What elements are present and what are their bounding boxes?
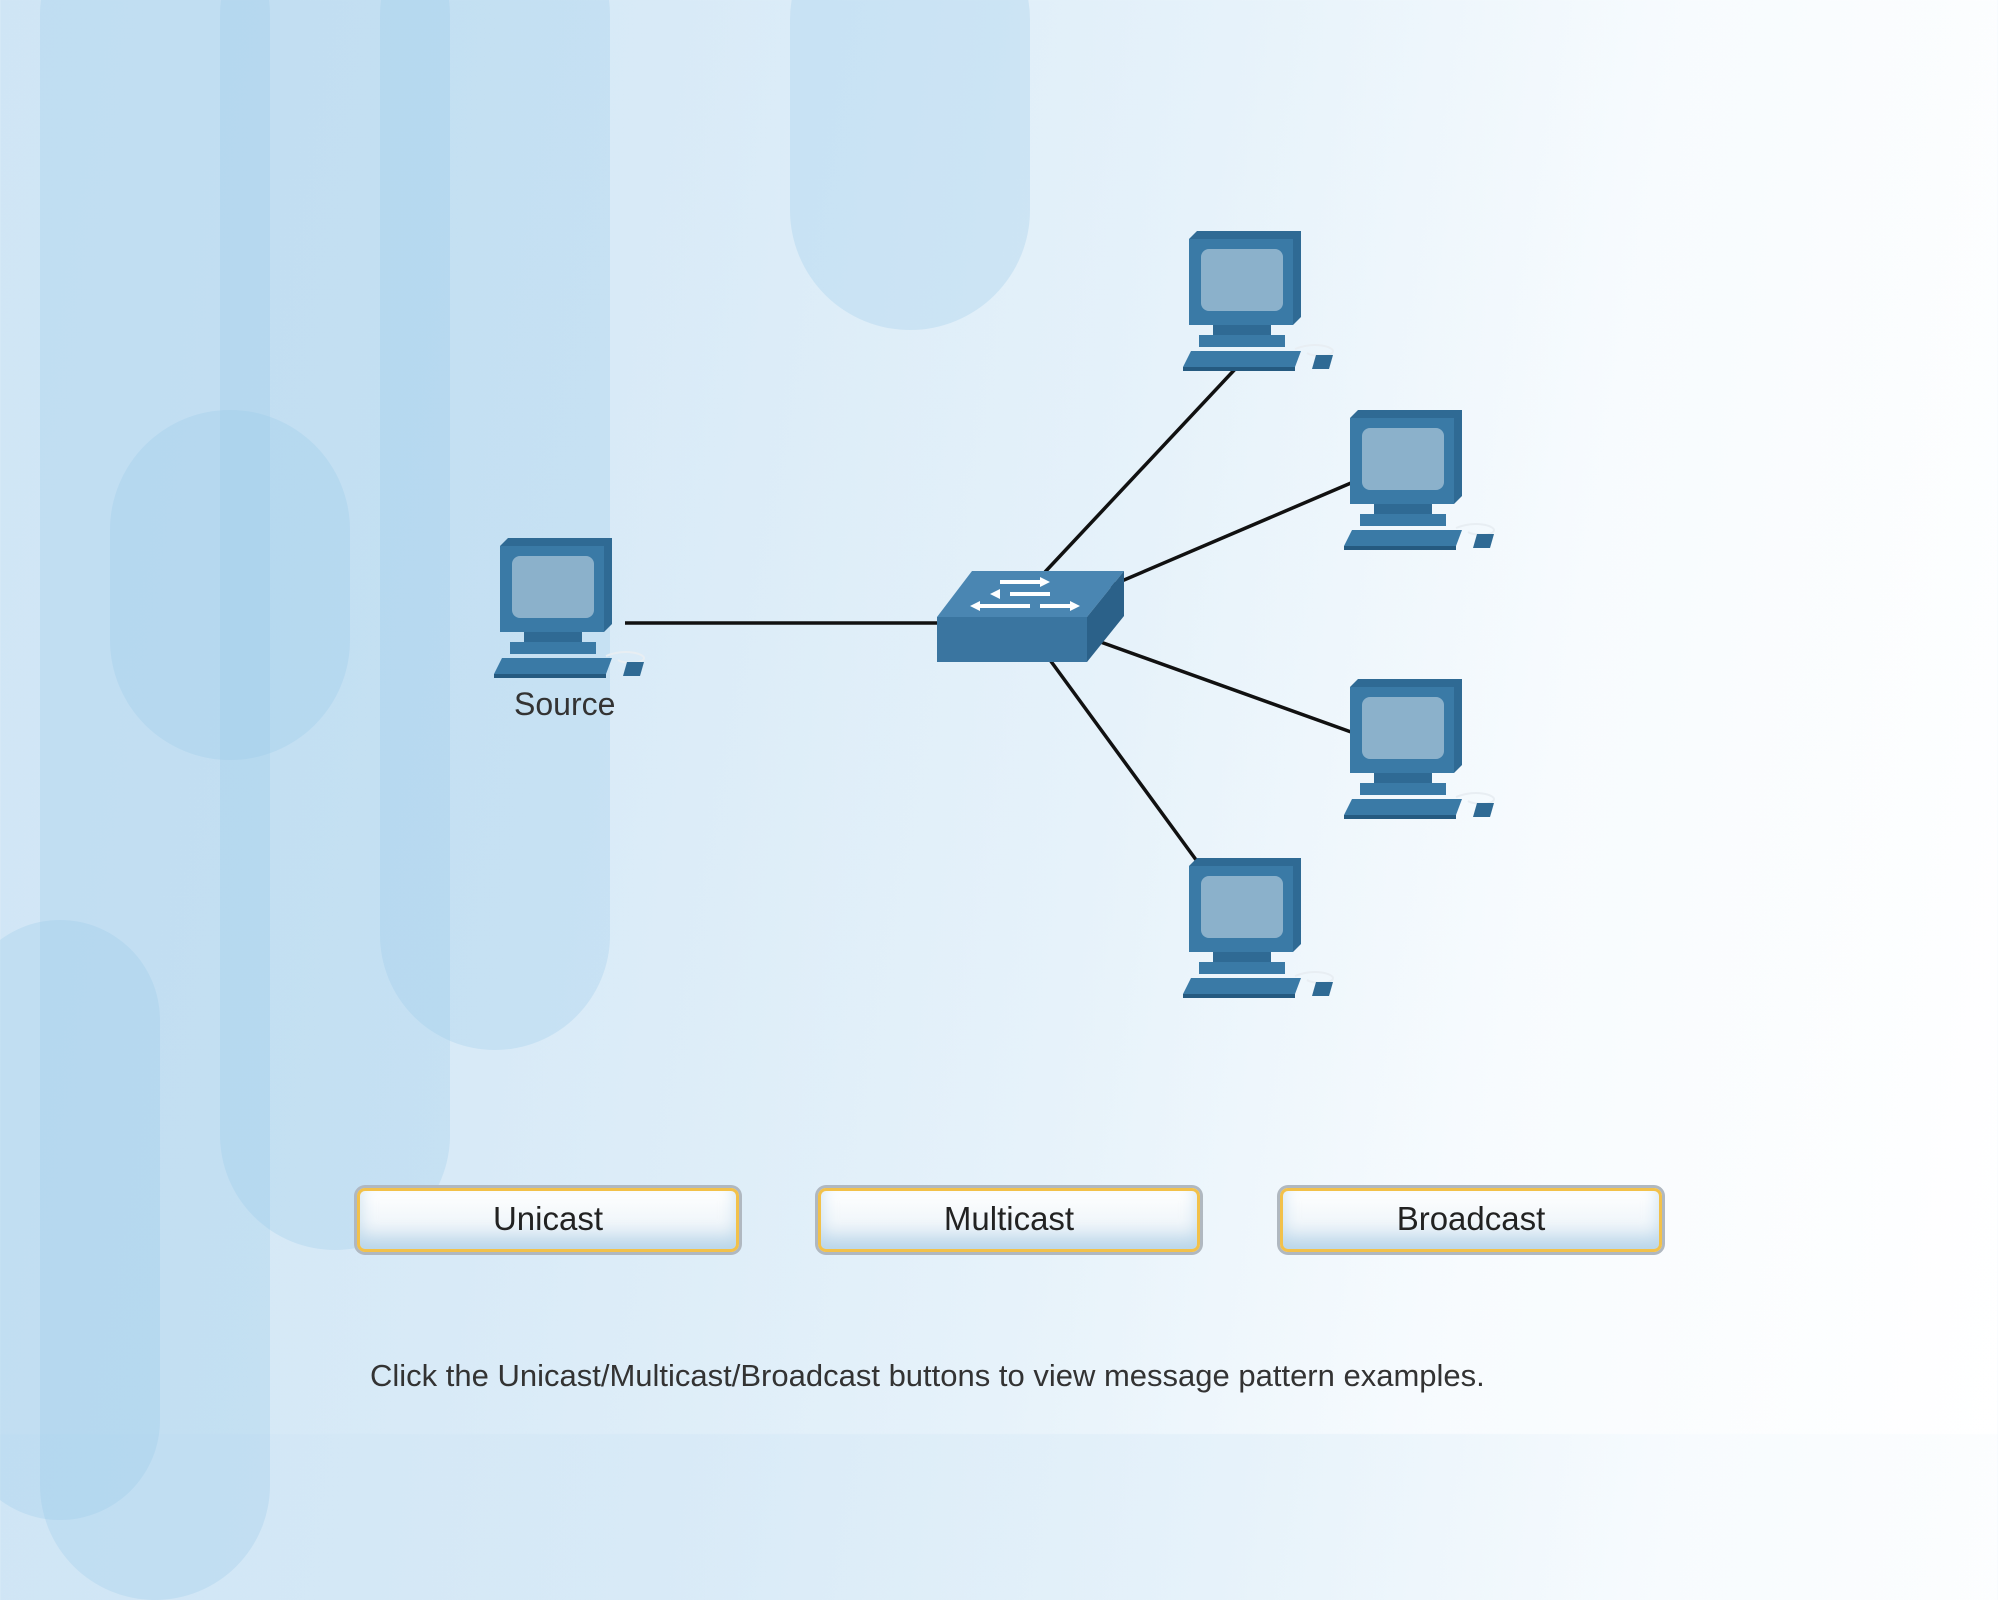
source-label: Source [514, 686, 616, 722]
background-shape [380, 0, 610, 1050]
network-topology-diagram [493, 230, 1495, 999]
link-switch-to-pc2 [1109, 475, 1366, 588]
instructions-text: Click the Unicast/Multicast/Broadcast bu… [370, 1358, 1485, 1393]
background-shape [790, 0, 1030, 330]
source-computer-icon [493, 537, 645, 679]
switch-icon [937, 571, 1124, 662]
computer-icon [1343, 678, 1495, 820]
background-shape [0, 920, 160, 1520]
computer-icon [1343, 409, 1495, 551]
broadcast-button[interactable]: Broadcast [1280, 1188, 1662, 1252]
computer-icon [1182, 230, 1334, 372]
link-switch-to-pc3 [1094, 638, 1366, 739]
background-shape [220, 0, 450, 1250]
unicast-button[interactable]: Unicast [357, 1188, 739, 1252]
multicast-button[interactable]: Multicast [818, 1188, 1200, 1252]
link-switch-to-pc1 [1043, 364, 1240, 574]
computer-icon [1182, 857, 1334, 999]
background-shape [40, 0, 270, 1600]
link-switch-to-pc4 [1048, 658, 1204, 870]
background-shape [110, 410, 350, 760]
